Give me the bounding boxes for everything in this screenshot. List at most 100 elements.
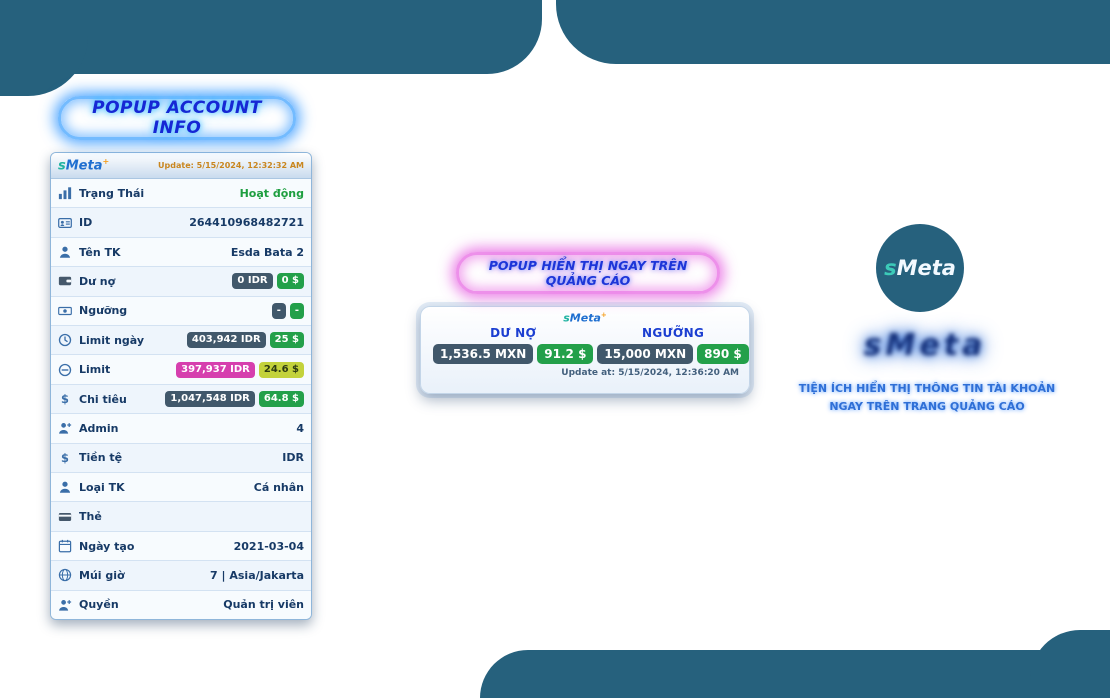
logo-meta: Meta (65, 158, 103, 174)
logo-plus: + (102, 157, 110, 167)
row-value: Quản trị viên (223, 598, 304, 612)
row-value: Esda Bata 2 (230, 245, 304, 259)
background-blob-top-left (0, 0, 542, 74)
row-limit-ngay: Limit ngày 403,942 IDR 25 $ (51, 326, 311, 356)
row-label: Loại TK (79, 480, 125, 494)
account-info-rows: Trạng Thái Hoạt động ID 264410968482721 … (51, 179, 311, 619)
limit-icon (58, 363, 72, 377)
row-value: 403,942 IDR 25 $ (183, 332, 304, 349)
panel-header: sMeta+ Update: 5/15/2024, 12:32:32 AM (51, 153, 311, 179)
card-icon (58, 510, 72, 524)
background-blob-top-right (556, 0, 1110, 64)
account-info-panel: sMeta+ Update: 5/15/2024, 12:32:32 AM Tr… (50, 152, 312, 620)
currency-dollar-icon (58, 451, 72, 465)
spend-dollar-icon (58, 392, 72, 406)
row-du-no: Dư nợ 0 IDR 0 $ (51, 267, 311, 297)
row-label: Ngày tạo (79, 539, 135, 553)
row-label: Ngưỡng (79, 304, 128, 318)
badge-dark: 0 IDR (232, 273, 273, 290)
row-trang-thai: Trạng Thái Hoạt động (51, 179, 311, 209)
smeta-logo: sMeta+ (58, 157, 109, 173)
role-icon (58, 598, 72, 612)
row-label: ID (79, 216, 93, 230)
logo-s: s (884, 256, 897, 280)
banknote-icon (58, 304, 72, 318)
row-id: ID 264410968482721 (51, 208, 311, 238)
row-label: Quyền (79, 598, 119, 612)
timezone-globe-icon (58, 568, 72, 582)
badge-green: 64.8 $ (258, 391, 304, 408)
row-chi-tieu: Chi tiêu 1,047,548 IDR 64.8 $ (51, 384, 311, 415)
row-label: Tên TK (79, 245, 121, 259)
decor-pill-popup-note: POPUP HIỂN THỊ NGAY TRÊN QUẢNG CÁO (456, 252, 720, 294)
logo-meta: Meta (569, 311, 601, 325)
row-value: 7 | Asia/Jakarta (210, 568, 304, 582)
decor-pill-account-info: POPUP ACCOUNT INFO (58, 96, 296, 140)
brand-tagline-2: NGAY TRÊN TRANG QUẢNG CÁO (829, 400, 1025, 413)
background-blob-bottom-corner (1030, 630, 1110, 696)
row-value: - - (268, 302, 304, 319)
row-value: 264410968482721 (189, 216, 304, 230)
badge-green: 890 $ (697, 343, 749, 364)
badge-dark: 1,536.5 MXN (433, 343, 534, 364)
row-label: Admin (79, 421, 119, 435)
brand-tagline-1: TIỆN ÍCH HIỂN THỊ THÔNG TIN TÀI KHOẢN (798, 382, 1056, 395)
row-value: 2021-03-04 (233, 539, 304, 553)
wallet-icon (58, 274, 72, 288)
logo-s: s (58, 158, 66, 174)
row-mui-gio: Múi giờ 7 | Asia/Jakarta (51, 561, 311, 591)
column-header: DƯ NỢ (490, 325, 537, 340)
row-label: Tiền tệ (79, 451, 123, 465)
row-value: Hoạt động (239, 186, 304, 200)
badge-dark: 15,000 MXN (597, 343, 694, 364)
user-icon (58, 245, 72, 259)
calendar-icon (58, 539, 72, 553)
badge-dark: - (271, 302, 286, 319)
badge-dark: 403,942 IDR (186, 332, 266, 349)
row-loai-tk: Loại TK Cá nhân (51, 473, 311, 503)
clock-icon (58, 333, 72, 347)
row-value: IDR (282, 451, 304, 465)
badge-dark: 1,047,548 IDR (165, 391, 255, 408)
row-quyen: Quyền Quản trị viên (51, 590, 311, 619)
column-header: NGƯỠNG (642, 325, 705, 340)
row-limit: Limit 397,937 IDR 24.6 $ (51, 355, 311, 385)
row-nguong: Ngưỡng - - (51, 296, 311, 327)
logo-plus: + (600, 311, 607, 319)
row-label: Limit ngày (79, 333, 145, 347)
row-label: Thẻ (79, 510, 102, 524)
row-label: Chi tiêu (79, 392, 127, 406)
row-value: Cá nhân (253, 480, 304, 494)
background-blob-top-left-2 (0, 30, 88, 96)
row-ten-tk: Tên TK Esda Bata 2 (51, 237, 311, 268)
id-card-icon (58, 216, 72, 230)
brand-title: sMeta (863, 328, 987, 363)
badge-green: 0 $ (276, 273, 304, 290)
row-label: Múi giờ (79, 568, 125, 582)
row-label: Limit (79, 363, 111, 377)
update-timestamp: Update: 5/15/2024, 12:32:32 AM (158, 161, 304, 170)
update-timestamp: Update at: 5/15/2024, 12:36:20 AM (561, 367, 739, 378)
badge-green: 25 $ (269, 332, 304, 349)
row-value: 397,937 IDR 24.6 $ (172, 361, 304, 378)
background-blob-bottom (480, 650, 1110, 698)
row-the: Thẻ (51, 502, 311, 532)
row-ngay-tao: Ngày tạo 2021-03-04 (51, 531, 311, 562)
badge-magenta: 397,937 IDR (176, 361, 255, 378)
logo-s: s (563, 311, 570, 325)
badge-yellow: 24.6 $ (258, 361, 304, 378)
row-value: 4 (296, 421, 304, 435)
badge-green: - (289, 302, 304, 319)
row-label: Dư nợ (79, 274, 116, 288)
admin-icon (58, 421, 72, 435)
row-admin: Admin 4 (51, 414, 311, 444)
status-chart-icon (58, 186, 72, 200)
